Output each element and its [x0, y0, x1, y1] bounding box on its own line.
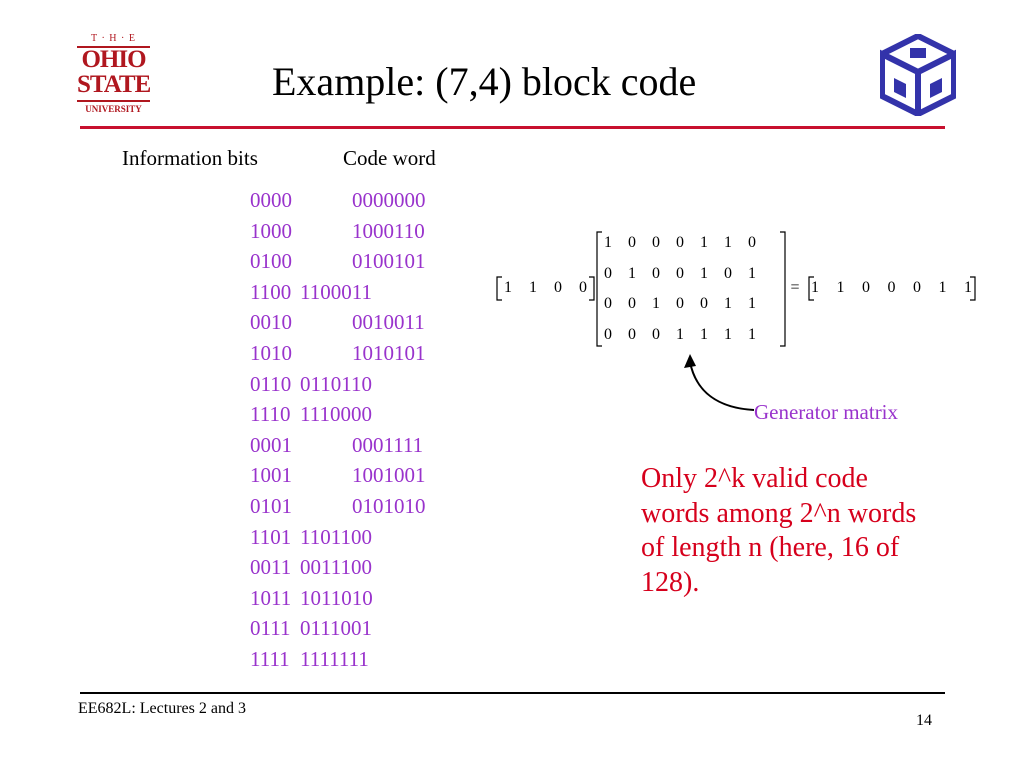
row-information-bits: 1101 — [250, 524, 292, 549]
generator-matrix-entry: 0 — [676, 295, 684, 312]
generator-matrix-entry: 0 — [628, 325, 636, 343]
generator-matrix-entry: 1 — [748, 264, 756, 282]
generator-matrix-entry: 1 — [652, 295, 660, 312]
generator-matrix-entry: 0 — [604, 325, 612, 343]
row-information-bits: 0000 — [250, 188, 292, 212]
generator-matrix-entry: 1 — [700, 325, 708, 343]
row-information-bits: 0111 — [250, 616, 291, 641]
output-codeword-entry: 1 — [964, 279, 972, 296]
generator-matrix-entry: 0 — [652, 234, 660, 251]
title-divider — [80, 126, 945, 129]
matrix-brackets — [496, 231, 976, 347]
generator-matrix-entry: 1 — [724, 234, 732, 251]
row-information-bits: 1000 — [250, 218, 292, 243]
row-code-word: 0011100 — [300, 555, 372, 580]
logo-rule-top — [77, 46, 150, 48]
row-information-bits: 1111 — [250, 646, 290, 671]
generator-matrix-entry: 0 — [604, 264, 612, 282]
generator-matrix-entry: 0 — [676, 264, 684, 282]
row-code-word: 1001001 — [352, 463, 426, 488]
generator-matrix-entry: 1 — [676, 325, 684, 343]
generator-matrix-label: Generator matrix — [754, 400, 899, 424]
row-code-word: 1100011 — [300, 279, 372, 304]
header-information-bits: Information bits — [122, 146, 258, 170]
row-information-bits: 0011 — [250, 555, 292, 580]
arrow-icon — [684, 354, 755, 411]
output-codeword-entry: 1 — [938, 279, 947, 296]
row-information-bits: 0101 — [250, 493, 292, 518]
cube-logo-icon — [880, 34, 956, 116]
row-information-bits: 0100 — [250, 249, 292, 274]
generator-matrix-entry: 0 — [748, 234, 756, 251]
input-vector-entry: 0 — [579, 279, 587, 296]
logo-line-ohio: OHIO — [81, 46, 146, 73]
slide-title: Example: (7,4) block code — [272, 59, 697, 104]
generator-matrix-entry: 1 — [604, 234, 612, 251]
input-vector-entry: 1 — [504, 279, 512, 296]
generator-matrix-entry: 0 — [724, 264, 732, 282]
row-information-bits: 0001 — [250, 432, 292, 457]
row-code-word: 0100101 — [352, 249, 426, 274]
logo-rule-bottom — [77, 100, 150, 102]
header-code-word: Code word — [343, 146, 436, 170]
row-code-word: 0000000 — [352, 188, 426, 212]
row-code-word: 1010101 — [352, 340, 426, 365]
generator-matrix-entry: 0 — [628, 295, 636, 312]
generator-matrix-entry: 0 — [652, 325, 660, 343]
row-information-bits: 1100 — [250, 279, 292, 304]
row-information-bits: 1001 — [250, 463, 292, 488]
row-code-word: 0111001 — [300, 616, 372, 641]
row-information-bits: 1011 — [250, 585, 292, 610]
generator-matrix-entry: 0 — [700, 295, 708, 312]
generator-matrix-entry: 0 — [652, 264, 660, 282]
row-code-word: 0101010 — [352, 493, 426, 518]
page-number: 14 — [916, 712, 932, 729]
row-information-bits: 1110 — [250, 402, 291, 427]
generator-matrix-entry: 1 — [724, 295, 732, 312]
logo-tagline: T · H · E — [91, 33, 136, 44]
row-code-word: 1110000 — [300, 402, 372, 427]
output-codeword-entry: 1 — [811, 279, 819, 296]
equals-sign: = — [790, 279, 800, 296]
generator-matrix-entry: 1 — [724, 325, 732, 343]
input-vector-entry: 1 — [529, 279, 537, 296]
row-code-word: 0110110 — [300, 371, 372, 396]
generator-matrix-entry: 1 — [628, 264, 636, 282]
generator-matrix-entry: 1 — [748, 325, 756, 343]
logo-line-university: UNIVERSITY — [85, 104, 142, 114]
generator-matrix-entry: 0 — [604, 295, 612, 312]
row-information-bits: 1010 — [250, 340, 292, 365]
input-vector-entry: 0 — [554, 279, 562, 296]
row-information-bits: 0110 — [250, 371, 292, 396]
university-logo: T · H · E OHIO STATE UNIVERSITY — [77, 33, 151, 121]
generator-matrix-entry: 0 — [676, 234, 684, 251]
generator-matrix-entry: 1 — [748, 295, 756, 312]
generator-matrix-entry: 1 — [700, 234, 708, 251]
row-code-word: 0001111 — [352, 432, 424, 457]
output-codeword-entry: 0 — [862, 279, 870, 296]
generator-matrix-entry: 0 — [628, 234, 636, 251]
valid-codewords-note: Only 2^k valid code words among 2^n word… — [641, 463, 917, 598]
row-code-word: 1000110 — [352, 218, 425, 243]
output-codeword-entry: 1 — [836, 279, 845, 296]
generator-matrix-entry: 1 — [700, 264, 708, 282]
logo-line-state: STATE — [77, 71, 151, 98]
footer-course: EE682L: Lectures 2 and 3 — [78, 700, 246, 717]
output-codeword-entry: 0 — [913, 279, 921, 296]
row-code-word: 0010011 — [352, 310, 425, 335]
row-code-word: 1111111 — [300, 646, 369, 671]
output-codeword-entry: 0 — [887, 279, 896, 296]
row-information-bits: 0010 — [250, 310, 292, 335]
row-code-word: 1011010 — [300, 585, 373, 610]
row-code-word: 1101100 — [300, 524, 372, 549]
footer-divider — [80, 692, 945, 694]
